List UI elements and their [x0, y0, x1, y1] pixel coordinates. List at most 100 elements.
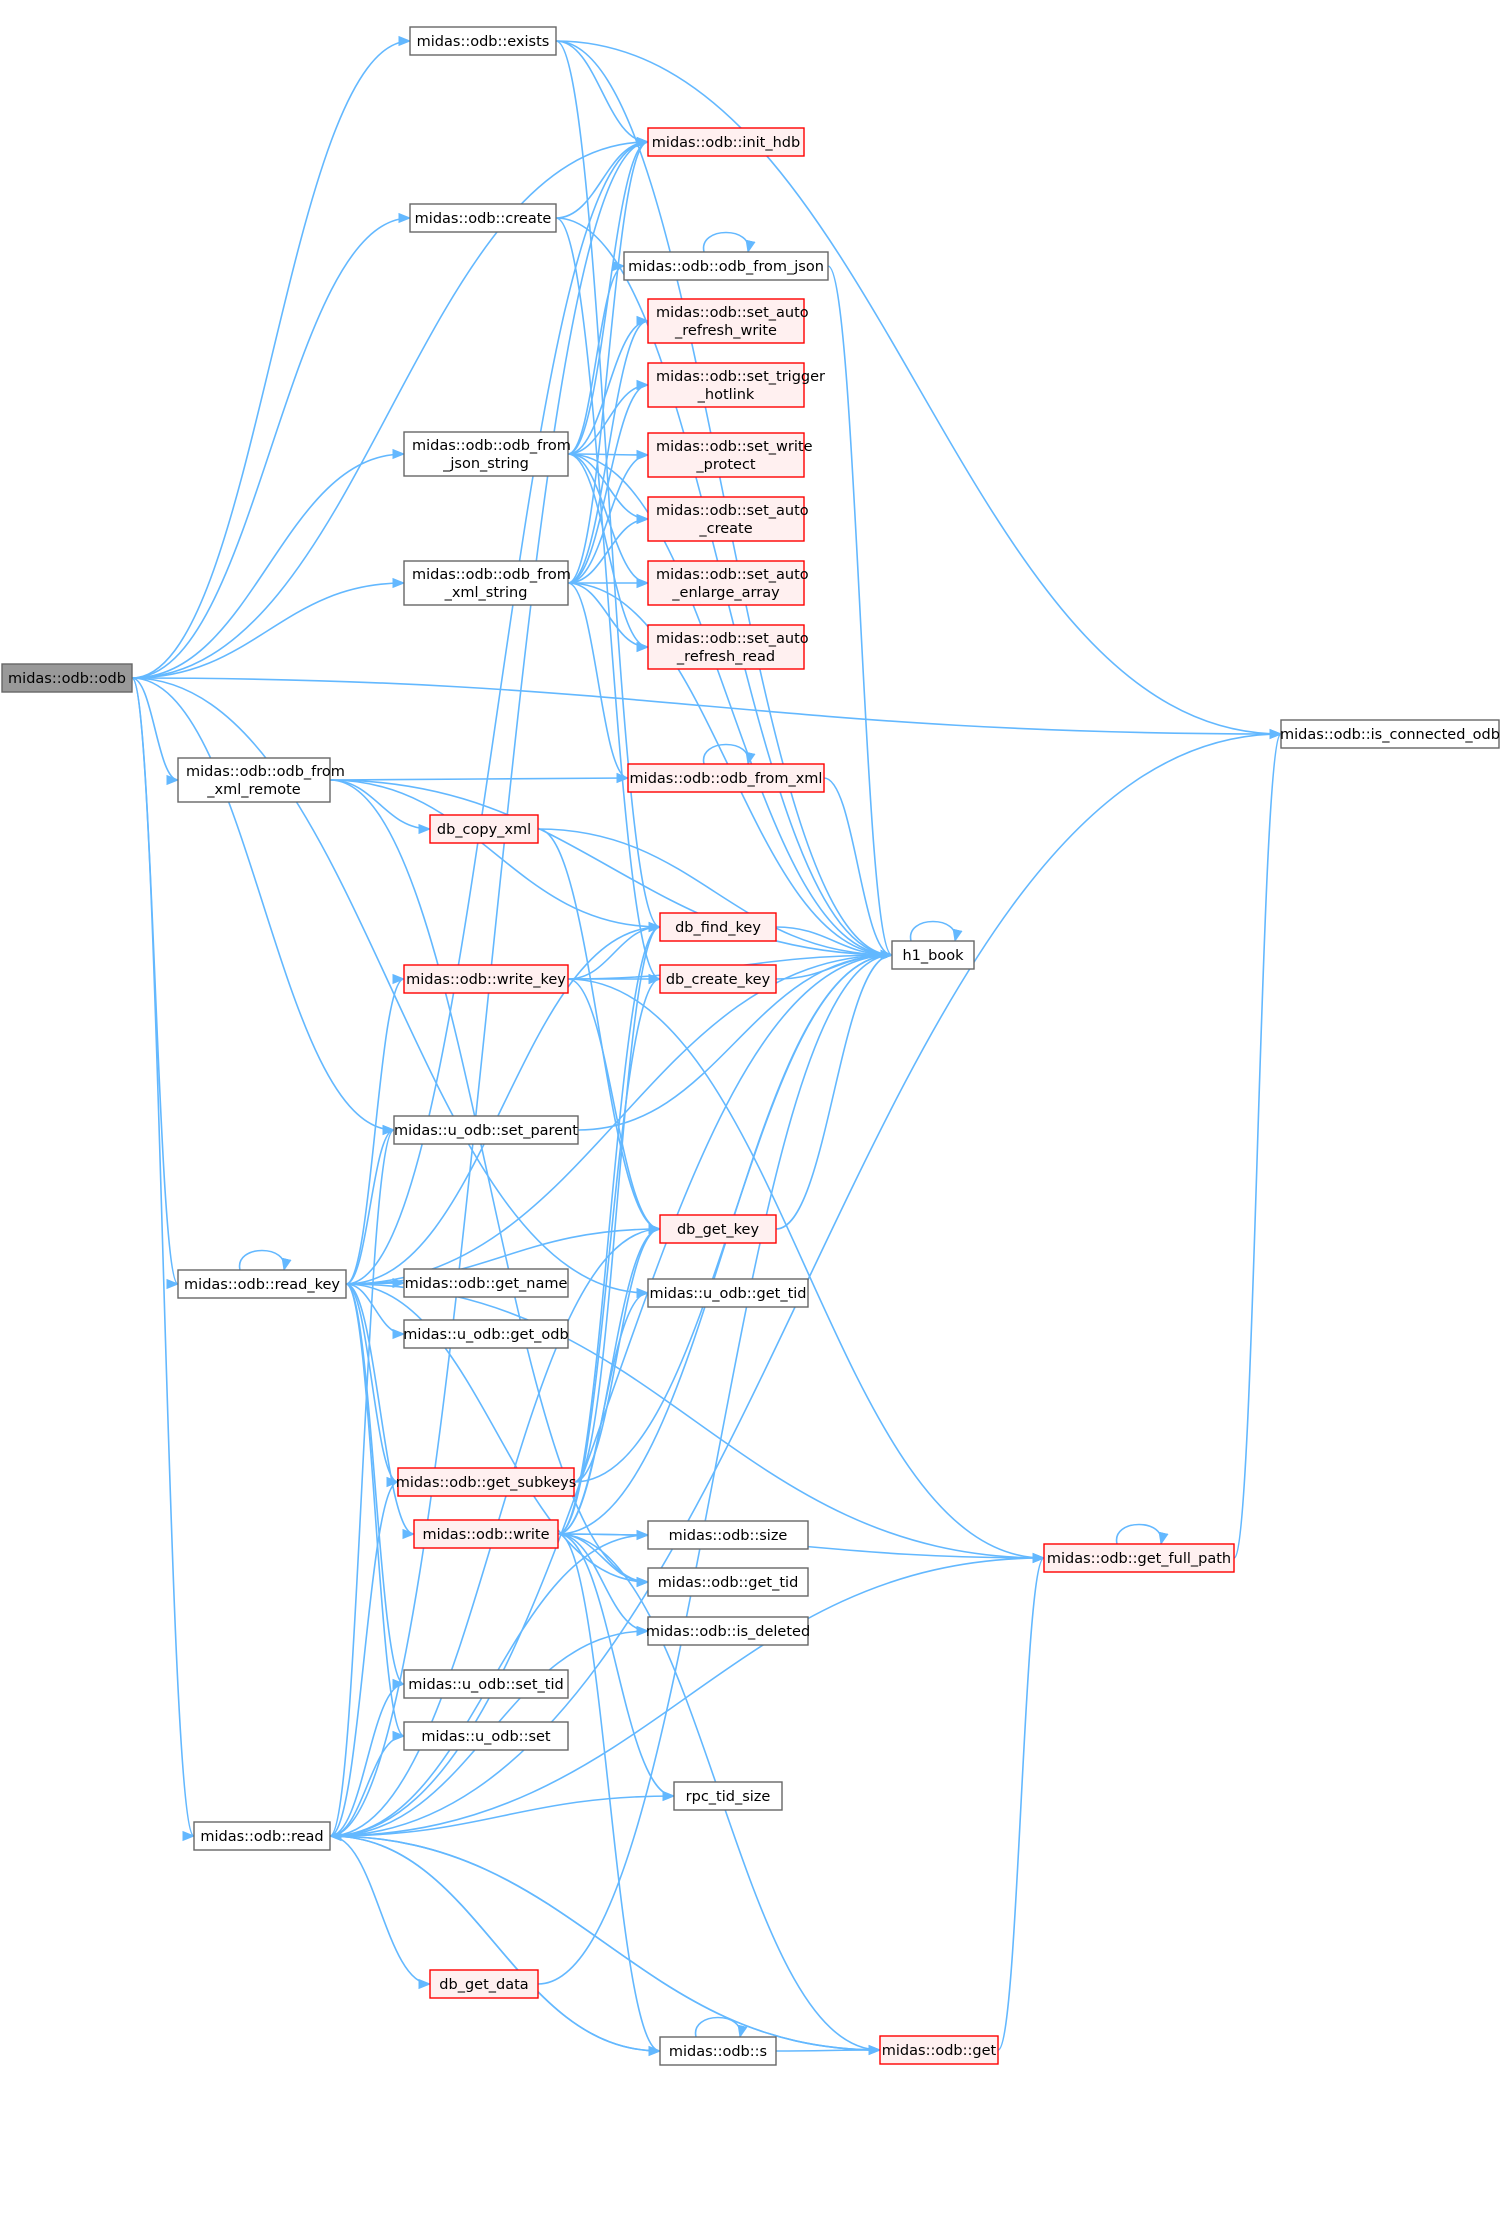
node-read-key[interactable]: midas::odb::read_key [177, 1269, 347, 1299]
node-db-find-key[interactable]: db_find_key [659, 912, 777, 942]
node-box [647, 127, 805, 157]
node-set-trigger-hotlink[interactable]: midas::odb::set_trigger_hotlink [647, 362, 825, 408]
node-rpc-tid-size[interactable]: rpc_tid_size [673, 1781, 783, 1811]
node-box [193, 1821, 331, 1851]
node-box [623, 251, 829, 281]
edge-write-to-u-get-tid [557, 1287, 650, 1535]
node-label: midas::u_odb::set [421, 1729, 551, 1745]
node-u-set[interactable]: midas::u_odb::set [403, 1721, 569, 1751]
edge-read-key-to-read-key [239, 1249, 292, 1272]
node-u-set-parent[interactable]: midas::u_odb::set_parent [393, 1115, 579, 1145]
node-u-set-tid[interactable]: midas::u_odb::set_tid [403, 1669, 569, 1699]
node-init-hdb[interactable]: midas::odb::init_hdb [647, 127, 805, 157]
edge-read-key-to-u-set-parent [345, 1124, 396, 1285]
node-set-auto-enlarge-array[interactable]: midas::odb::set_auto_enlarge_array [647, 560, 809, 606]
node-box [647, 496, 805, 542]
node-odb-from-json[interactable]: midas::odb::odb_from_json [623, 251, 829, 281]
edge-read-to-u-set-tid [329, 1678, 406, 1837]
node-read[interactable]: midas::odb::read [193, 1821, 331, 1851]
node-db-copy-xml[interactable]: db_copy_xml [429, 814, 539, 844]
edge-write-key-to-db-get-key [567, 978, 662, 1235]
node-box [647, 1616, 809, 1646]
edge-exists-to-is-connected-odb [555, 40, 1283, 740]
node-write-key[interactable]: midas::odb::write_key [403, 964, 569, 994]
node-label: midas::odb::get_tid [658, 1575, 799, 1591]
edge-odb-from-xml-to-h1-book [823, 777, 894, 961]
edge-odb-to-odb-from-xml-remote [131, 677, 180, 786]
node-label: midas::odb::get [882, 2043, 997, 2059]
edge-write-to-s [557, 1533, 662, 2056]
node-odb-from-xml[interactable]: midas::odb::odb_from_xml [627, 763, 825, 793]
edge-read-key-to-db-find-key [345, 921, 662, 1285]
node-db-create-key[interactable]: db_create_key [659, 964, 777, 994]
node-set-auto-refresh-write[interactable]: midas::odb::set_auto_refresh_write [647, 298, 809, 344]
edge-s-to-s [695, 2016, 748, 2039]
node-layer: midas::odb::odb midas::odb::existsmidas::… [1, 26, 1500, 2066]
node-set-write-protect[interactable]: midas::odb::set_write_protect [647, 432, 813, 478]
edge-odb-to-create [131, 212, 412, 679]
node-box [403, 1669, 569, 1699]
node-u-get-odb[interactable]: midas::u_odb::get_odb [403, 1319, 569, 1349]
node-write[interactable]: midas::odb::write [413, 1519, 559, 1549]
edge-read-to-u-set-parent [329, 1125, 396, 1837]
node-odb-from-xml-string[interactable]: midas::odb::odb_from_xml_string [403, 560, 571, 606]
node-label: midas::odb::write_key [406, 972, 566, 988]
node-get-tid[interactable]: midas::odb::get_tid [647, 1567, 809, 1597]
edge-read-key-to-init-hdb [345, 136, 650, 1285]
node-size[interactable]: midas::odb::size [647, 1520, 809, 1550]
node-db-get-key[interactable]: db_get_key [659, 1214, 777, 1244]
node-label: midas::u_odb::get_odb [403, 1327, 568, 1343]
edge-read-to-db-get-data [329, 1835, 432, 1990]
edge-odb-from-xml-string-to-set-trigger-hotlink [567, 379, 650, 584]
node-label: midas::odb::create [415, 211, 552, 227]
node-box [879, 2035, 999, 2065]
node-box [403, 1721, 569, 1751]
node-get-subkeys[interactable]: midas::odb::get_subkeys [396, 1467, 577, 1497]
edge-create-to-db-create-key [555, 217, 662, 984]
edge-odb-from-json-string-to-h1-book [567, 453, 894, 961]
node-s[interactable]: midas::odb::s [659, 2036, 777, 2066]
node-h1-book[interactable]: h1_book [891, 940, 975, 970]
node-label: midas::odb::init_hdb [652, 135, 800, 151]
node-box [177, 1269, 347, 1299]
edge-read-key-to-get-tid [345, 1283, 650, 1588]
node-box [429, 1969, 539, 1999]
node-label: midas::odb::size [669, 1528, 788, 1544]
node-box [409, 26, 557, 56]
node-u-get-tid[interactable]: midas::u_odb::get_tid [647, 1278, 809, 1308]
edge-odb-to-odb-from-xml-string [131, 577, 406, 679]
node-odb-from-xml-remote[interactable]: midas::odb::odb_from_xml_remote [177, 757, 345, 803]
edge-odb-to-read [131, 677, 196, 1841]
edge-write-key-to-db-find-key [567, 921, 662, 980]
edge-db-copy-xml-to-h1-book [537, 828, 894, 961]
node-label: _json_string [442, 456, 529, 472]
node-is-connected-odb[interactable]: midas::odb::is_connected_odb [1280, 719, 1500, 749]
node-label: midas::odb::odb_from [412, 567, 571, 583]
edge-odb-from-xml-remote-to-get-tid [329, 779, 650, 1588]
node-get[interactable]: midas::odb::get [879, 2035, 999, 2065]
node-set-auto-create[interactable]: midas::odb::set_auto_create [647, 496, 809, 542]
node-odb[interactable]: midas::odb::odb [1, 663, 133, 693]
node-box [627, 763, 825, 793]
node-odb-from-json-string[interactable]: midas::odb::odb_from_json_string [403, 431, 571, 477]
edge-u-set-parent-to-h1-book [577, 949, 894, 1131]
node-label: midas::odb::exists [417, 34, 550, 50]
edge-odb-from-xml-string-to-init-hdb [567, 137, 650, 584]
node-box [1, 663, 133, 693]
edge-odb-to-u-get-tid [131, 677, 650, 1299]
node-get-full-path[interactable]: midas::odb::get_full_path [1043, 1543, 1235, 1573]
edge-read-key-to-u-set [345, 1283, 406, 1741]
edge-write-key-to-get-full-path [567, 978, 1046, 1564]
node-label: _refresh_write [674, 323, 777, 339]
node-db-get-data[interactable]: db_get_data [429, 1969, 539, 1999]
edge-odb-from-xml-to-odb-from-xml [703, 743, 756, 766]
node-set-auto-refresh-read[interactable]: midas::odb::set_auto_refresh_read [647, 624, 809, 670]
edge-get-subkeys-to-db-find-key [573, 922, 662, 1483]
node-get-name[interactable]: midas::odb::get_name [403, 1268, 569, 1298]
edge-write-to-rpc-tid-size [557, 1533, 676, 1802]
node-label: midas::odb::is_connected_odb [1280, 727, 1500, 743]
node-is-deleted[interactable]: midas::odb::is_deleted [646, 1616, 810, 1646]
node-exists[interactable]: midas::odb::exists [409, 26, 557, 56]
node-create[interactable]: midas::odb::create [409, 203, 557, 233]
node-box [409, 203, 557, 233]
